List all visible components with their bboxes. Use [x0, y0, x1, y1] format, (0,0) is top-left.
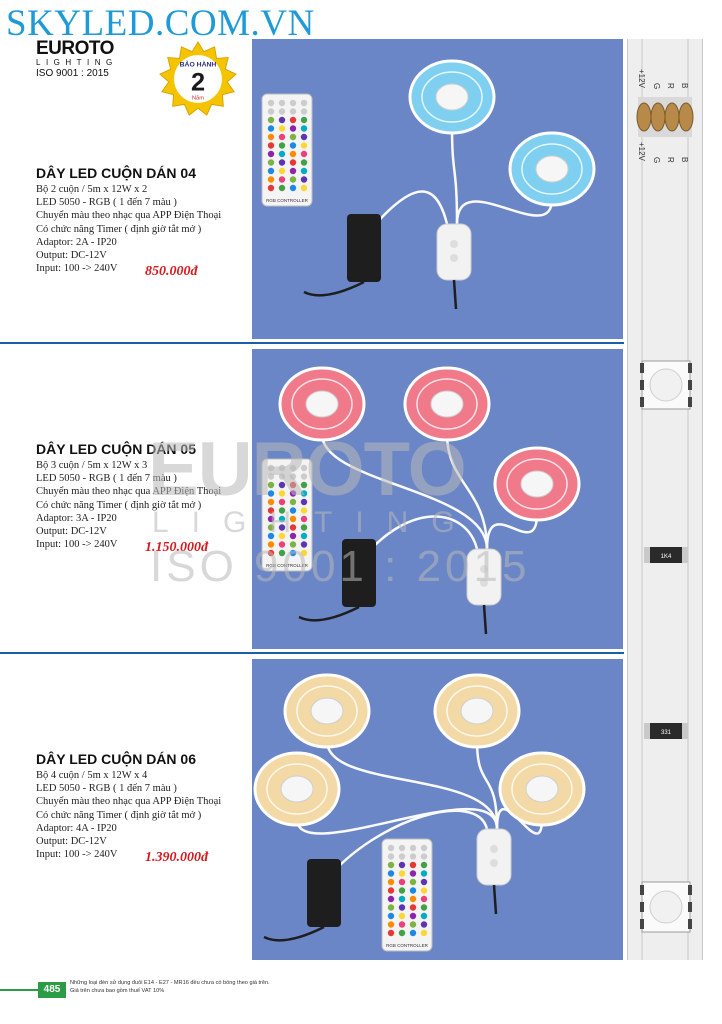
product-block-04: DÂY LED CUỘN DÁN 04 Bộ 2 cuộn / 5m x 12W… [36, 165, 251, 275]
spec-line: LED 5050 - RGB ( 1 đến 7 màu ) [36, 197, 177, 209]
resistor-label: 1K4 [661, 554, 672, 560]
price-05: 1.150.000đ [145, 540, 208, 555]
page-bar [0, 989, 38, 991]
led-coil [278, 366, 366, 442]
resistor-label: 331 [661, 730, 672, 736]
spec-line: Adaptor: 3A - IP20 [36, 512, 117, 524]
price-06: 1.390.000đ [145, 850, 208, 865]
led-coil [403, 366, 491, 442]
spec-line: Chuyển màu theo nhạc qua APP Điện Thoại [36, 486, 222, 498]
cable [325, 740, 499, 830]
product-title: DÂY LED CUỘN DÁN 05 [36, 441, 196, 457]
price-04: 850.000đ [145, 264, 198, 279]
power-adaptor [303, 214, 381, 297]
section-divider [0, 342, 624, 344]
led-coil [493, 446, 581, 522]
brand-iso: ISO 9001 : 2015 [36, 68, 109, 79]
pad-label: +12V [637, 69, 646, 88]
spec-line: Chuyển màu theo nhạc qua APP Điện Thoại [36, 796, 222, 808]
page-number: 485 [38, 982, 66, 998]
remote-control: RGB CONTROLLER [381, 838, 433, 952]
pad-label: R [666, 83, 675, 89]
warranty-top: BẢO HÀNH [180, 59, 217, 68]
spec-line: Input: 100 -> 240V [36, 539, 118, 551]
led-coil [508, 131, 596, 207]
led-coil [498, 751, 586, 827]
warranty-badge: BẢO HÀNH 2 Năm [159, 41, 237, 116]
footer: 485 Những loại đèn sử dụng đuôi E14 - E2… [0, 978, 722, 1018]
product-image-04: RGB CONTROLLER [252, 39, 623, 339]
spec-line: Output: DC-12V [36, 526, 107, 538]
remote-label: RGB CONTROLLER [386, 943, 429, 948]
warranty-unit: Năm [192, 95, 204, 101]
spec-line: Input: 100 -> 240V [36, 849, 118, 861]
spec-line: LED 5050 - RGB ( 1 đến 7 màu ) [36, 473, 177, 485]
footnote: Giá trên chưa bao gồm thuế VAT 10% [70, 988, 165, 994]
warranty-number: 2 [191, 69, 205, 97]
cable [361, 515, 479, 560]
cable [326, 809, 489, 880]
led-coil [253, 751, 341, 827]
cable [450, 126, 459, 225]
product-block-05: DÂY LED CUỘN DÁN 05 Bộ 3 cuộn / 5m x 12W… [36, 441, 251, 551]
power-adaptor [298, 539, 376, 622]
controller-box [436, 223, 472, 310]
remote-control: RGB CONTROLLER [261, 458, 313, 572]
cable [320, 433, 489, 550]
cable [485, 513, 539, 550]
spec-line: Adaptor: 2A - IP20 [36, 236, 117, 248]
cable [475, 740, 499, 830]
pad-label: G [652, 157, 661, 164]
spec-line: Adaptor: 4A - IP20 [36, 822, 117, 834]
led-coil [283, 673, 371, 749]
section-divider [0, 652, 624, 654]
led-coil [408, 59, 496, 135]
controller-box [476, 828, 512, 915]
pad-label: G [652, 83, 661, 90]
pad-label: +12V [637, 142, 646, 161]
power-adaptor [263, 859, 341, 942]
controller-box [466, 548, 502, 635]
spec-line: Bộ 3 cuộn / 5m x 12W x 3 [36, 460, 148, 471]
spec-line: Bộ 2 cuộn / 5m x 12W x 2 [36, 184, 148, 195]
site-url: SKYLED.COM.VN [6, 3, 315, 44]
product-title: DÂY LED CUỘN DÁN 06 [36, 751, 196, 767]
remote-label: RGB CONTROLLER [266, 563, 309, 568]
spec-line: Bộ 4 cuộn / 5m x 12W x 4 [36, 770, 148, 781]
spec-line: LED 5050 - RGB ( 1 đến 7 màu ) [36, 783, 177, 795]
spec-line: Có chức năng Timer ( định giờ tắt mở ) [36, 223, 202, 235]
remote-label: RGB CONTROLLER [266, 198, 309, 203]
brand-subtitle: LIGHTING [36, 58, 118, 67]
led-coil [433, 673, 521, 749]
cable [366, 190, 449, 235]
product-title: DÂY LED CUỘN DÁN 04 [36, 165, 196, 181]
product-image-05: RGB CONTROLLER [252, 349, 623, 649]
spec-line: Output: DC-12V [36, 250, 107, 262]
spec-line: Chuyển màu theo nhạc qua APP Điện Thoại [36, 210, 222, 222]
led-strip-closeup: 1K4 331 +12V G R B +12V G R B [627, 39, 703, 960]
spec-line: Output: DC-12V [36, 836, 107, 848]
pad-label: B [680, 157, 689, 163]
pad-label: R [666, 157, 675, 163]
remote-control: RGB CONTROLLER [261, 93, 313, 207]
footnote: Những loại đèn sử dụng đuôi E14 - E27 - … [70, 980, 270, 986]
pad-label: B [680, 83, 689, 89]
cable [295, 807, 499, 835]
brand-name: EUROTO [36, 38, 114, 59]
cable [445, 433, 489, 550]
spec-line: Có chức năng Timer ( định giờ tắt mở ) [36, 499, 202, 511]
cable [455, 198, 554, 225]
spec-line: Có chức năng Timer ( định giờ tắt mở ) [36, 809, 202, 821]
product-image-06: RGB CONTROLLER [252, 659, 623, 960]
product-block-06: DÂY LED CUỘN DÁN 06 Bộ 4 cuộn / 5m x 12W… [36, 751, 251, 861]
spec-line: Input: 100 -> 240V [36, 263, 118, 275]
brand-logo: EUROTO LIGHTING ISO 9001 : 2015 [36, 38, 132, 80]
